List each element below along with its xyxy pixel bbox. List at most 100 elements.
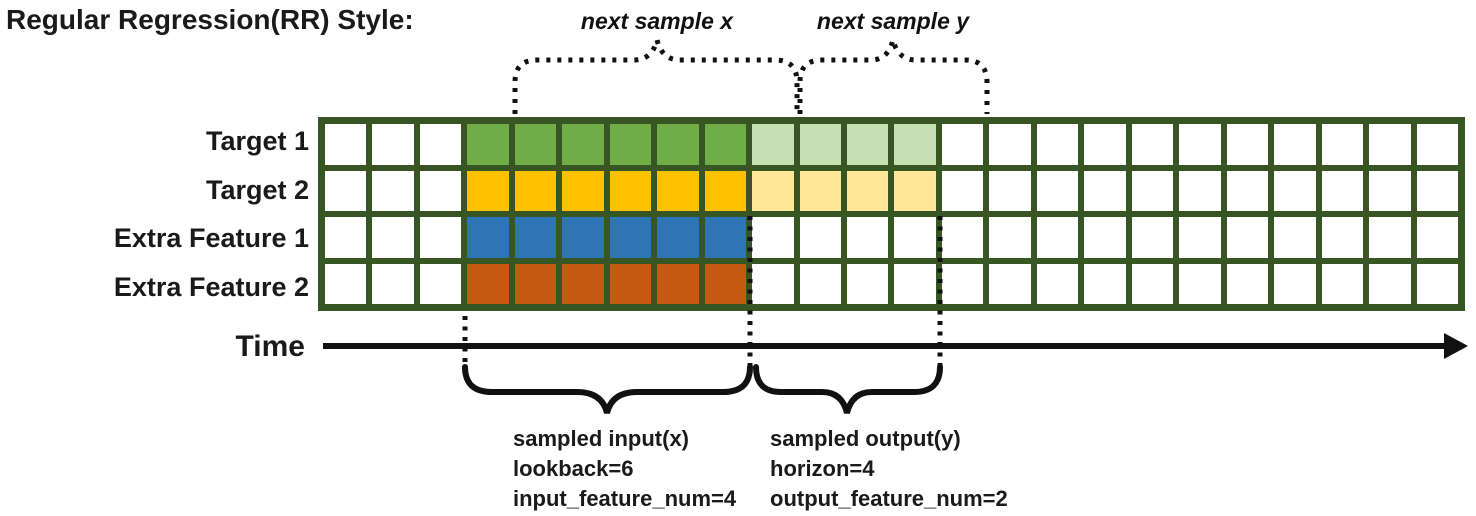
time-axis-arrowhead [1444, 333, 1468, 359]
grid-cell [419, 263, 462, 304]
grid-cell [467, 263, 509, 304]
grid-cell [989, 263, 1031, 304]
row-label-extra-feature-1: Extra Feature 1 [113, 223, 309, 253]
grid-cell [752, 217, 794, 258]
next-sample-y-brace [797, 39, 990, 114]
grid-cell [514, 217, 557, 258]
sampled-output-title: sampled output(y) [770, 426, 961, 451]
next-sample-x-label: next sample x [580, 8, 734, 34]
grid-cell [514, 263, 557, 304]
grid-cell [894, 124, 936, 165]
grid-cell [799, 170, 842, 211]
grid-cell [1226, 170, 1269, 211]
grid-cell [372, 170, 414, 211]
grid-cell [1274, 124, 1316, 165]
grid-cell [1131, 124, 1174, 165]
sampling-grid [318, 117, 1465, 311]
grid-cell [657, 170, 699, 211]
grid-cell [1179, 170, 1221, 211]
grid-cell [325, 217, 367, 258]
row-label-extra-feature-2: Extra Feature 2 [113, 272, 309, 302]
grid-cell [609, 217, 652, 258]
sampled-input-text-block: sampled input(x) lookback=6 input_featur… [513, 424, 736, 514]
grid-cell [1084, 217, 1126, 258]
grid-cell [325, 124, 367, 165]
grid-cell [704, 170, 747, 211]
next-sample-y-label: next sample y [816, 8, 970, 34]
diagram-title: Regular Regression(RR) Style: [6, 4, 414, 35]
grid-cell [847, 170, 889, 211]
grid-cell [1369, 124, 1411, 165]
input-feature-num-value: input_feature_num=4 [513, 486, 737, 511]
grid-cell [419, 124, 462, 165]
grid-cell [704, 217, 747, 258]
grid-cell [1036, 263, 1079, 304]
grid-cell [1131, 263, 1174, 304]
grid-cell [941, 263, 984, 304]
row-label-target-1: Target 1 [205, 126, 309, 156]
lookback-value: lookback=6 [513, 456, 634, 481]
grid-cell [419, 170, 462, 211]
next-sample-x-brace [512, 39, 800, 114]
sampled-input-brace [462, 364, 753, 414]
grid-cell [1226, 217, 1269, 258]
grid-cell [752, 124, 794, 165]
grid-cell [1321, 217, 1364, 258]
grid-cell [1416, 263, 1458, 304]
grid-cell [1226, 263, 1269, 304]
time-axis-label: Time [235, 330, 305, 363]
grid-cell [1179, 217, 1221, 258]
grid-cell [799, 217, 842, 258]
sampled-input-title: sampled input(x) [513, 426, 690, 451]
grid-cell [1416, 217, 1458, 258]
grid-cell [1084, 263, 1126, 304]
grid-cell [1321, 263, 1364, 304]
grid-cell [1369, 217, 1411, 258]
grid-cell [1369, 263, 1411, 304]
grid-cell [514, 124, 557, 165]
grid-cell [894, 217, 936, 258]
grid-cell [372, 263, 414, 304]
row-label-target-2: Target 2 [205, 175, 309, 205]
grid-cell [1321, 124, 1364, 165]
grid-cell [1274, 263, 1316, 304]
grid-cell [657, 124, 699, 165]
grid-cell [894, 263, 936, 304]
grid-cell [752, 263, 794, 304]
grid-cell [609, 263, 652, 304]
grid-cell [562, 217, 604, 258]
grid-cell [941, 124, 984, 165]
grid-cell [847, 217, 889, 258]
grid-cell [894, 170, 936, 211]
grid-cell [989, 217, 1031, 258]
grid-cell [1226, 124, 1269, 165]
grid-cell [467, 124, 509, 165]
grid-cell [1131, 217, 1174, 258]
grid-cell [1416, 170, 1458, 211]
grid-cell [1274, 217, 1316, 258]
grid-cell [1274, 170, 1316, 211]
grid-cell [514, 170, 557, 211]
sampled-output-text-block: sampled output(y) horizon=4 output_featu… [770, 424, 1008, 514]
grid-cell [704, 124, 747, 165]
sampled-output-brace [753, 364, 943, 414]
grid-cell [1036, 170, 1079, 211]
grid-cell [704, 263, 747, 304]
grid-cell [1179, 263, 1221, 304]
grid-cell [657, 217, 699, 258]
grid-cell [609, 170, 652, 211]
grid-cell [1369, 170, 1411, 211]
grid-cell [799, 124, 842, 165]
grid-cell [847, 263, 889, 304]
grid-cell [1036, 217, 1079, 258]
grid-cell [1036, 124, 1079, 165]
horizon-value: horizon=4 [770, 456, 875, 481]
grid-cell [752, 170, 794, 211]
grid-cell [847, 124, 889, 165]
grid-cell [1084, 170, 1126, 211]
grid-cell [325, 170, 367, 211]
output-feature-num-value: output_feature_num=2 [770, 486, 1008, 511]
grid-cell [372, 217, 414, 258]
grid-cell [941, 217, 984, 258]
